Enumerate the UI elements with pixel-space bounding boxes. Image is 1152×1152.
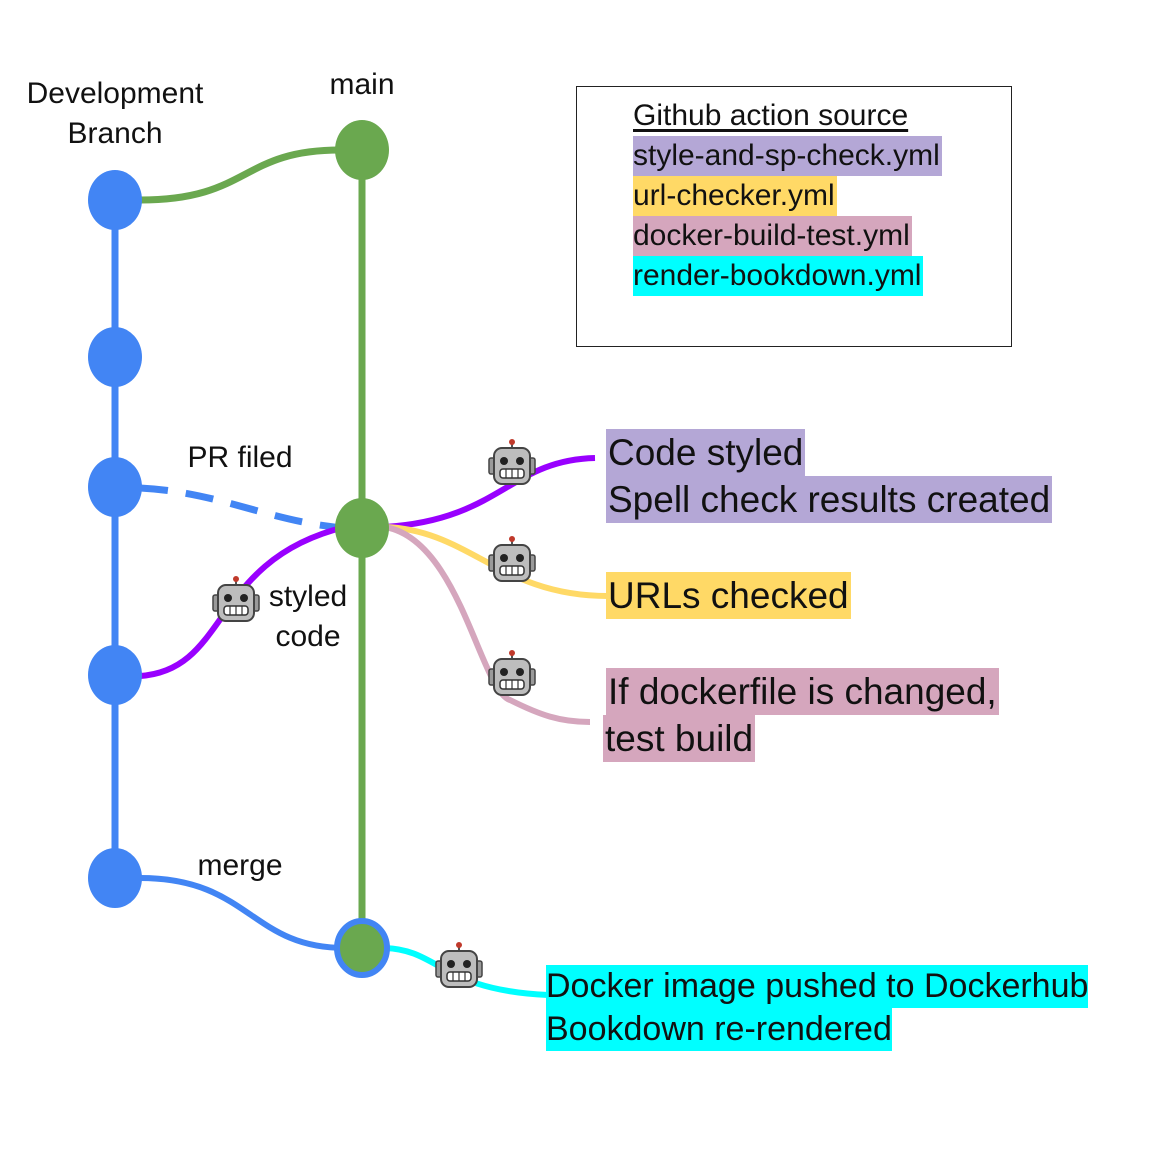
legend-item-docker: docker-build-test.yml: [633, 216, 912, 256]
pr-filed-connector: [139, 484, 346, 532]
merge-node: [334, 918, 390, 978]
dev-branch-label: Development Branch: [26, 77, 204, 150]
robot-icon: [488, 439, 536, 485]
legend-title: Github action source: [633, 99, 909, 132]
style-action-line: [384, 455, 596, 530]
dev-commit-node: [88, 645, 142, 705]
docker-action-line: [384, 524, 591, 725]
dev-commit-node: [88, 457, 142, 517]
outcome-docker: If dockerfile is changed, test build: [603, 668, 999, 762]
outcome-style: Code styled Spell check results created: [606, 429, 1053, 523]
main-label: main: [329, 68, 395, 101]
robot-icon: [488, 536, 536, 582]
outcome-urls: URLs checked: [606, 572, 851, 619]
outcome-render: Docker image pushed to Dockerhub Bookdow…: [546, 965, 1089, 1051]
merge-label: merge: [197, 849, 283, 882]
dev-commit-node: [88, 170, 142, 230]
pr-filed-label: PR filed: [187, 441, 293, 474]
branch-off-connector: [139, 146, 341, 204]
robot-icon: [212, 576, 260, 622]
merge-connector: [139, 875, 346, 951]
dev-commit-node: [88, 327, 142, 387]
dev-commit-node: [88, 848, 142, 908]
robot-icon: [488, 650, 536, 696]
styled-code-label: styled code: [268, 580, 348, 653]
legend-item-url: url-checker.yml: [633, 176, 837, 216]
pr-node: [335, 498, 389, 558]
legend-box: [576, 86, 1012, 347]
url-action-line: [384, 524, 609, 599]
legend-item-style: style-and-sp-check.yml: [633, 136, 942, 176]
main-commit-node: [335, 120, 389, 180]
legend-item-render: render-bookdown.yml: [633, 256, 924, 296]
robot-icon: [435, 942, 483, 988]
